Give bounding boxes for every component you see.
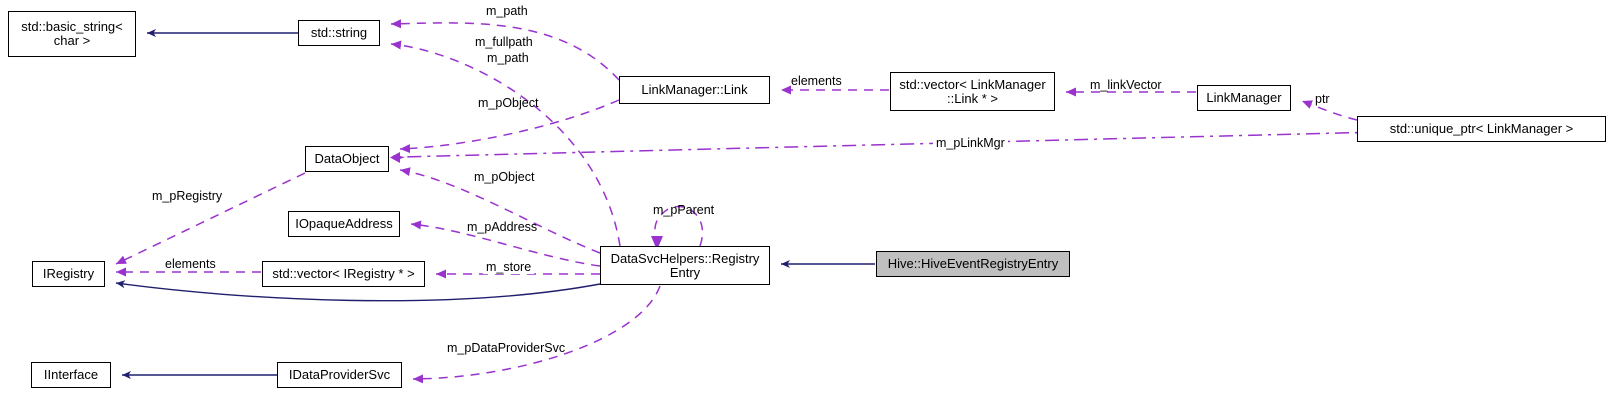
node-datasvchelpers-registryentry[interactable]: DataSvcHelpers::Registry Entry — [600, 246, 770, 285]
edge-label-m-linkvector: m_linkVector — [1090, 78, 1162, 92]
edge-label-m-pparent: m_pParent — [653, 203, 715, 217]
node-iregistry[interactable]: IRegistry — [32, 261, 105, 287]
edge-label-m-plinkmgr: m_pLinkMgr — [933, 136, 1008, 150]
node-dataobject[interactable]: DataObject — [305, 146, 389, 172]
edge-uniqueptr-to-dataobject-mplinkmgr — [390, 127, 1379, 163]
edge-uniqueptr-to-linkmanager-ptr — [1301, 100, 1358, 121]
edge-label-elements-registry: elements — [162, 257, 219, 271]
node-std-basic-string[interactable]: std::basic_string< char > — [8, 11, 136, 57]
node-std-vector-linkmanager-link-ptr[interactable]: std::vector< LinkManager ::Link * > — [890, 72, 1055, 111]
edge-label-m-store: m_store — [483, 260, 535, 274]
node-iinterface[interactable]: IInterface — [31, 362, 111, 388]
edge-registryentry-to-dataobject-mpobject — [399, 167, 601, 254]
edge-registryentry-self-mpparent — [651, 205, 704, 250]
edge-label-m-path-top: m_path — [486, 4, 528, 18]
node-iopaqueaddress[interactable]: IOpaqueAddress — [288, 211, 400, 237]
edge-label-m-pdataprovidersvc: m_pDataProviderSvc — [447, 341, 566, 355]
edge-label-ptr: ptr — [1315, 92, 1330, 106]
edge-label-elements-link: elements — [791, 74, 842, 88]
edge-label-m-paddress: m_pAddress — [467, 220, 538, 234]
node-idataprovidersvc[interactable]: IDataProviderSvc — [277, 362, 402, 388]
edge-registryentry-to-stdstring-mfullpath — [390, 40, 621, 247]
node-linkmanager[interactable]: LinkManager — [1197, 85, 1291, 111]
edge-registryentry-to-dataprovidersvc — [412, 285, 661, 384]
node-linkmanager-link[interactable]: LinkManager::Link — [619, 76, 770, 104]
edge-dataobject-to-iregistry-mpregistry — [115, 172, 306, 265]
edge-link-to-dataobject-mpobject — [399, 99, 620, 154]
edge-label-m-pobject-mid: m_pObject — [474, 170, 535, 184]
node-std-vector-iregistry-ptr[interactable]: std::vector< IRegistry * > — [262, 261, 425, 287]
edge-link-to-stdstring-mpath — [390, 19, 620, 81]
node-std-unique-ptr-linkmanager[interactable]: std::unique_ptr< LinkManager > — [1357, 116, 1606, 142]
node-hive-hiveeventregistryentry[interactable]: Hive::HiveEventRegistryEntry — [876, 251, 1070, 277]
edge-registryentry-to-opaqueaddress — [410, 220, 601, 267]
edge-label-m-pobject-top: m_pObject — [478, 96, 539, 110]
edge-registryentry-to-iregistry-inherit — [115, 280, 601, 302]
edge-label-m-fullpath: m_fullpath — [475, 35, 533, 49]
edge-label-m-pregistry: m_pRegistry — [152, 189, 223, 203]
edge-label-m-path-second: m_path — [487, 51, 529, 65]
node-std-string[interactable]: std::string — [298, 20, 380, 46]
